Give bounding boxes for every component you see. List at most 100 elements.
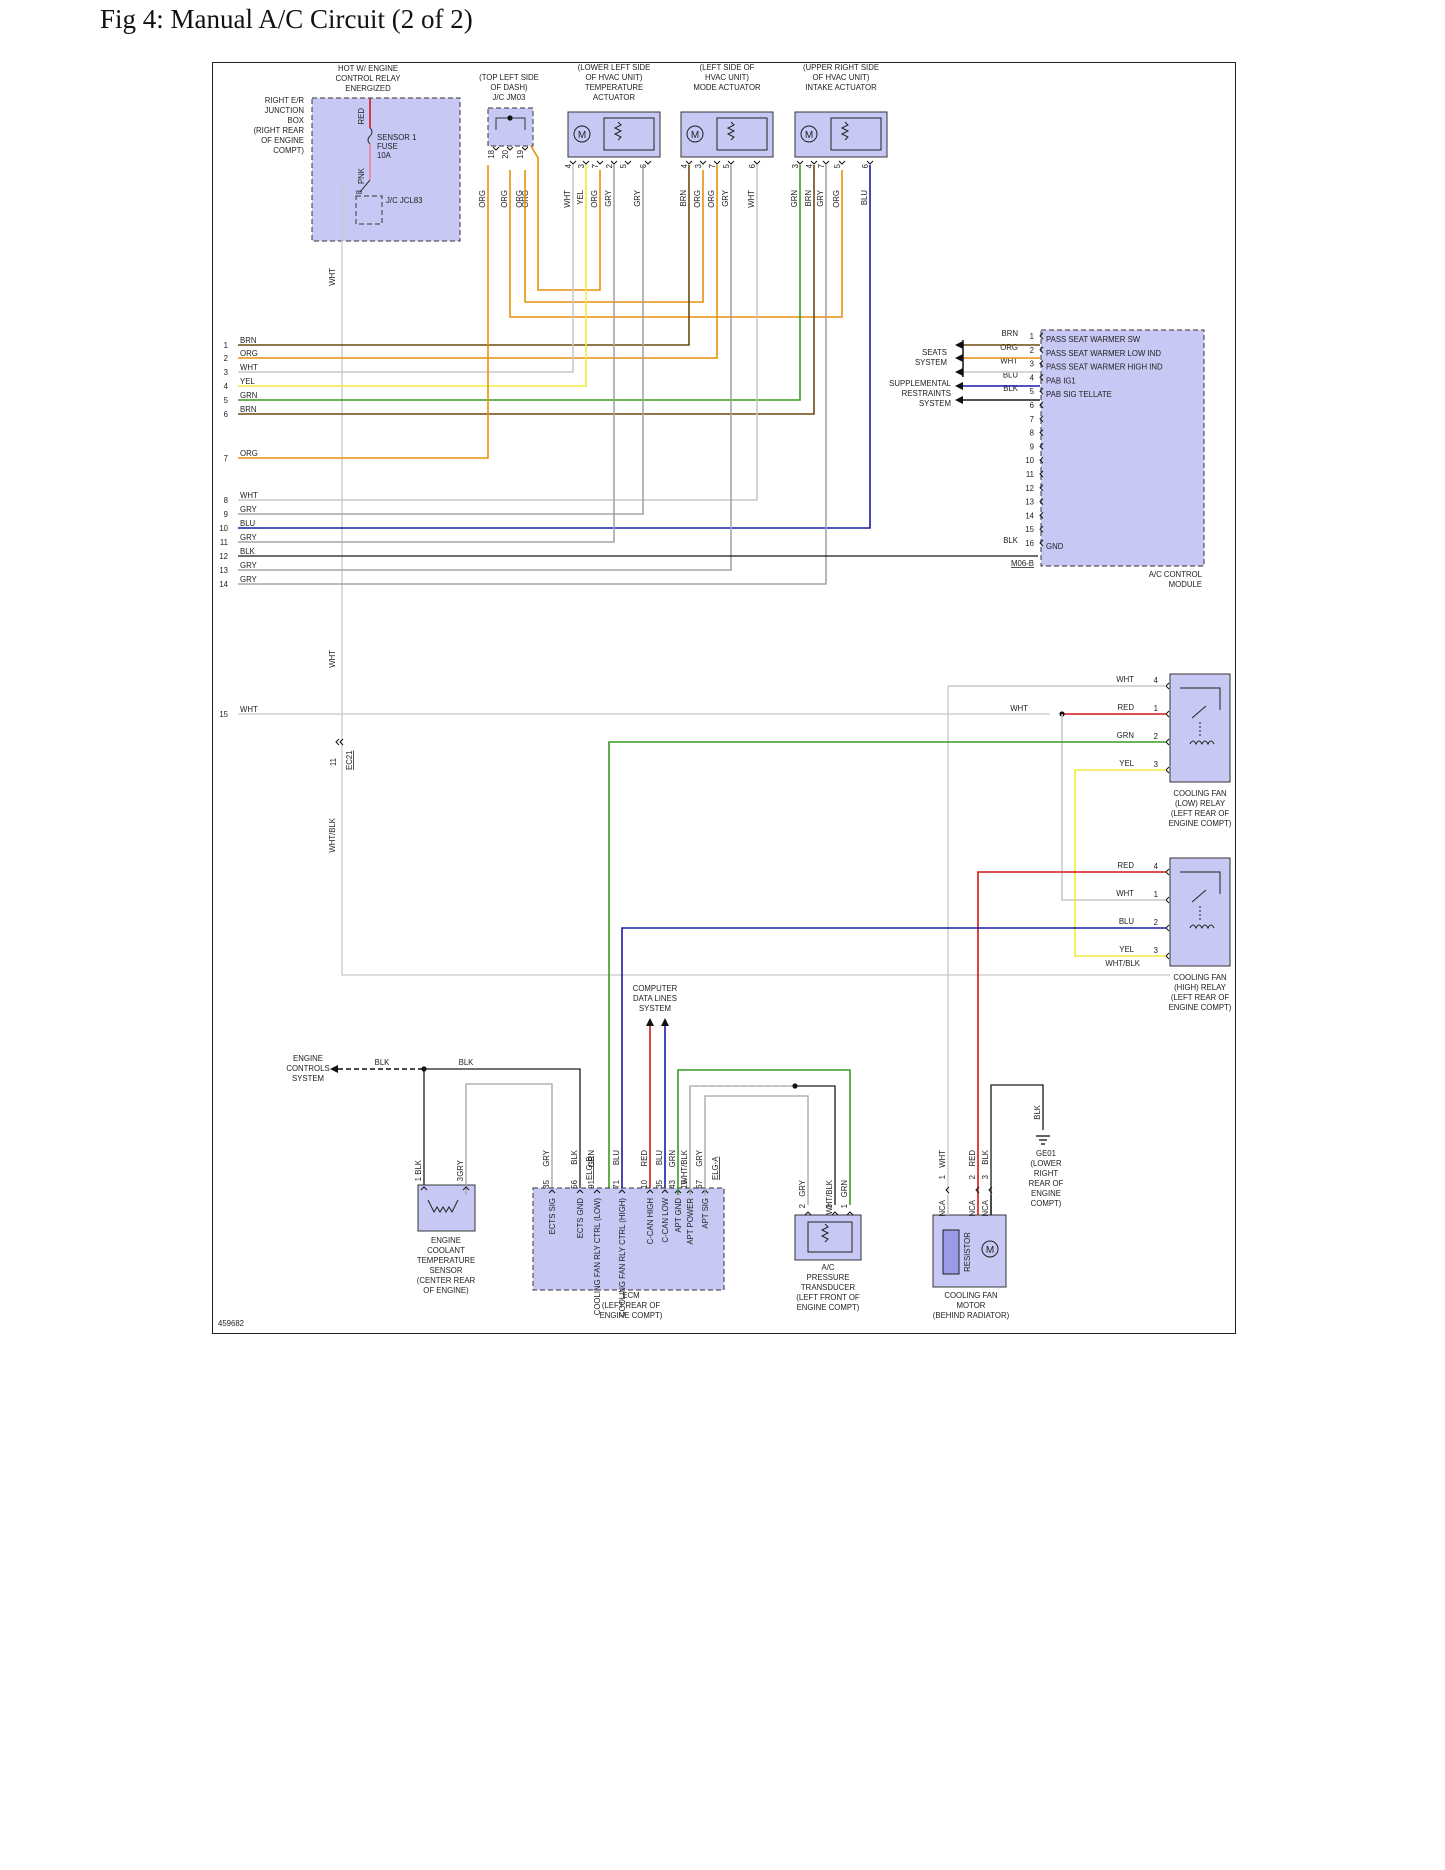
temperature-actuator-name: (LOWER LEFT SIDE <box>578 63 651 72</box>
mode-actuator-pin-chevron <box>685 160 693 165</box>
ac-module-connector: M06-B <box>1011 559 1034 568</box>
high-relay-wht <box>1061 714 1166 901</box>
row-number: 15 <box>219 710 228 719</box>
row-wire-7 <box>238 165 489 459</box>
ecm-name: (LEFT REAR OF <box>602 1301 661 1310</box>
figure-title: Fig 4: Manual A/C Circuit (2 of 2) <box>100 4 473 34</box>
ac-module-pin-chevron <box>1039 470 1044 478</box>
pressure-transducer-name: ENGINE COMPT) <box>797 1303 860 1312</box>
wire-label-wht-top: WHT <box>328 268 337 286</box>
ecm-pin-function: ECTS SIG <box>548 1198 557 1234</box>
mode-actuator-pin-chevron <box>699 160 707 165</box>
row-wire-1 <box>238 165 690 346</box>
high-relay-blu <box>621 927 1166 1195</box>
low-relay-splice-label: WHT <box>1010 704 1028 713</box>
ac-module-pin: 6 <box>1030 401 1034 410</box>
pressure-transducer-pin: 2 <box>798 1204 807 1208</box>
intake-actuator-name: INTAKE ACTUATOR <box>805 83 877 92</box>
ac-control-module-name: MODULE <box>1169 580 1202 589</box>
jc-jcl83-label: J/C JCL83 <box>386 196 422 205</box>
ecm-pin-chevron <box>548 1189 556 1194</box>
pressure-transducer-pin: 1 <box>840 1204 849 1208</box>
junction-box <box>311 97 461 242</box>
ac-module-pin-chevron <box>1039 401 1044 409</box>
row-number: 4 <box>224 382 229 391</box>
row-number: 2 <box>224 354 228 363</box>
row-number: 3 <box>224 368 228 377</box>
ects-wire-label: GRY <box>456 1159 465 1177</box>
jc-jm03-name: (TOP LEFT SIDE <box>479 73 539 82</box>
ac-module-pin-chevron <box>1039 332 1044 340</box>
row-number: 6 <box>224 410 228 419</box>
pressure-transducer-frame <box>807 1221 853 1253</box>
ac-module-pin: 9 <box>1030 442 1034 451</box>
cooling-fan-high-relay-pin-chevron <box>1165 896 1170 904</box>
jc-jm03-splice <box>507 115 513 121</box>
ecm-pin-chevron <box>576 1189 584 1194</box>
intake-actuator-pin-chevron <box>822 160 830 165</box>
ecm-pin: 35 <box>542 1179 551 1188</box>
row-number: 11 <box>220 538 228 547</box>
ac-module-pin-function: PAB IG1 <box>1046 376 1076 385</box>
ecm-wire-label: RED <box>640 1150 649 1167</box>
cooling-fan-high-relay-name: ENGINE COMPT) <box>1169 1003 1232 1012</box>
temperature-actuator-pin-chevron <box>610 160 618 165</box>
ec21-chevron-b <box>335 738 340 746</box>
junction-box-name: JUNCTION <box>265 106 304 115</box>
mode-actuator-pin-chevron <box>727 160 735 165</box>
pressure-transducer-wire-label: GRY <box>798 1179 807 1197</box>
srs-system-label: SUPPLEMENTAL <box>889 379 951 388</box>
cooling-fan-motor-name: MOTOR <box>957 1301 986 1310</box>
jc-jm03-pin-chevron <box>492 146 500 151</box>
ac-module-wire-label: BRN <box>1002 329 1018 338</box>
cooling-fan-high-relay-name: (HIGH) RELAY <box>1174 983 1227 992</box>
ac-module-pin-chevron <box>1039 374 1044 381</box>
cooling-fan-low-relay-wire-label: WHT <box>1116 675 1134 684</box>
ecm-pin-function: COOLING FAN RLY CTRL (HIGH) <box>618 1198 627 1317</box>
temperature-actuator-pin: 5 <box>619 163 628 168</box>
intake-actuator-resistor-icon <box>840 121 850 141</box>
cooling-fan-high-relay-switch-frame <box>1180 871 1221 894</box>
temperature-actuator-name: OF HVAC UNIT) <box>585 73 642 82</box>
fan-resistor-label: RESISTOR <box>963 1232 972 1272</box>
cooling-fan-low-relay-pin-chevron <box>1165 738 1170 746</box>
intake-actuator-pin: 5 <box>833 163 842 168</box>
ground-label: ENGINE <box>1031 1189 1061 1198</box>
cooling-fan-high-relay-switch-icon <box>1191 889 1207 903</box>
apt-sig-wire <box>704 1095 809 1205</box>
ecm-pin: 71 <box>612 1180 621 1189</box>
mode-actuator-pin: 7 <box>708 164 717 168</box>
seats-system-label: SYSTEM <box>915 358 947 367</box>
seats-arrow-2 <box>955 354 963 362</box>
ecm-pin-function: C-CAN HIGH <box>646 1198 655 1244</box>
row-wire-label: WHT <box>240 363 258 372</box>
engine-controls-wire-label: BLK <box>375 1058 391 1067</box>
cooling-fan-low-relay-switch-icon <box>1191 705 1207 719</box>
ac-module-pin-function: PAB SIG TELLATE <box>1046 390 1112 399</box>
intake-actuator-pot-frame <box>830 117 882 151</box>
data-lines-label: COMPUTER <box>633 984 678 993</box>
ac-module-wire-label: BLK <box>1003 536 1019 545</box>
row-number: 10 <box>219 524 228 533</box>
row-wire-label: GRN <box>240 391 257 400</box>
row-wire-14 <box>238 165 827 585</box>
cooling-fan-high-relay-pin-chevron <box>1165 952 1170 960</box>
junction-pin: 8 <box>355 190 364 194</box>
srs-system-label: SYSTEM <box>919 399 951 408</box>
cooling-fan-low-relay-wire-label: GRN <box>1117 731 1134 740</box>
ecm-name: ENGINE COMPT) <box>600 1311 663 1320</box>
wire-label-pnk: PNK <box>357 167 366 184</box>
ecm-pin-function: APT POWER <box>686 1198 695 1245</box>
row-number: 9 <box>224 510 228 519</box>
row-wire-6 <box>238 165 815 415</box>
jc-jm03-pin: 18 <box>487 150 496 159</box>
ecm-pin: 43 <box>668 1180 677 1189</box>
connector-wire-label: GRY <box>633 189 642 207</box>
temperature-actuator-pin-chevron <box>582 160 590 165</box>
wire-label-red: RED <box>357 108 366 125</box>
fuse-label: FUSE <box>377 142 398 151</box>
ecm-connector-a: ELG-A <box>711 1156 720 1180</box>
diagram-frame <box>212 62 1236 1334</box>
ac-module-pin-chevron <box>1039 387 1044 395</box>
engine-controls-arrow <box>330 1065 338 1073</box>
